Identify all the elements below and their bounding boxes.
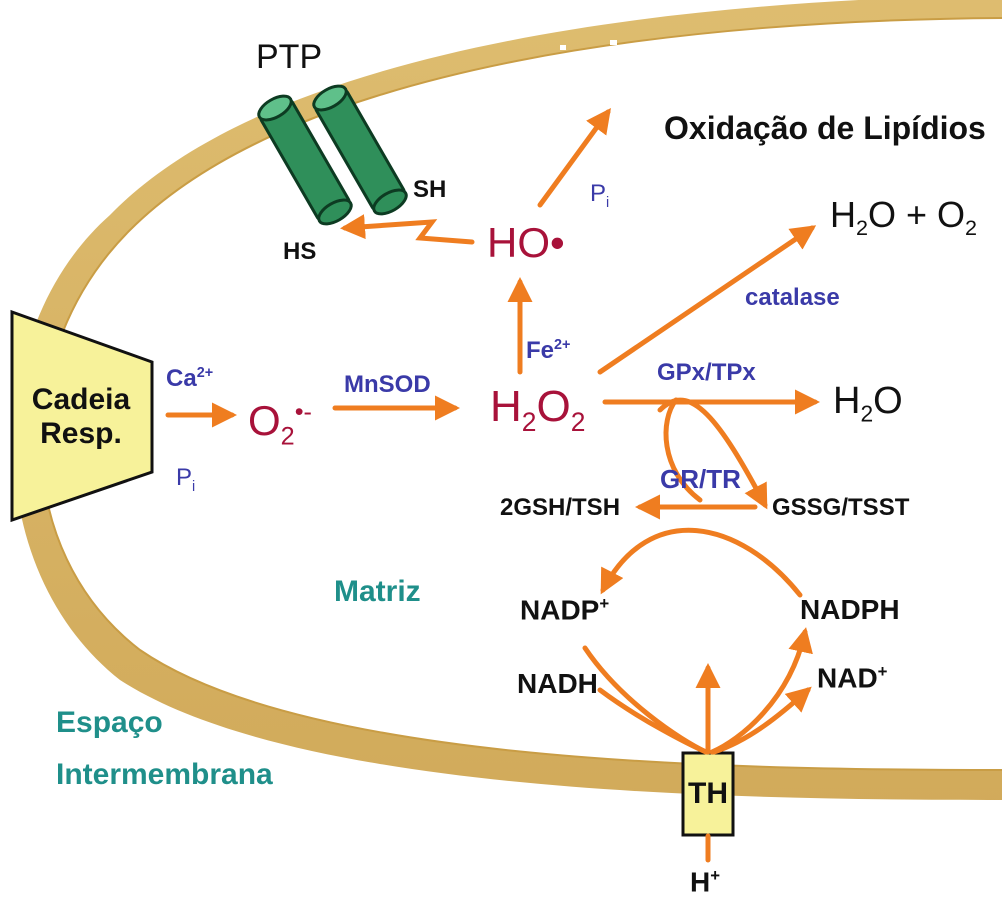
water-oxygen-product: H2O + O2 bbox=[830, 194, 978, 241]
intermembrane-space-label-line1: Espaço bbox=[56, 706, 163, 739]
lipid-damage-speckles bbox=[530, 40, 754, 93]
sh-label: SH bbox=[413, 176, 447, 203]
ptp-label: PTP bbox=[256, 38, 323, 76]
mnsod-label: MnSOD bbox=[344, 371, 431, 398]
gsh-tsh-label: 2GSH/TSH bbox=[500, 494, 621, 521]
arrow-gsh-into-gpx bbox=[663, 397, 703, 503]
catalase-label: catalase bbox=[745, 284, 840, 311]
arrow-th-to-nad bbox=[711, 686, 812, 755]
pi-left-label: Pi bbox=[176, 464, 196, 495]
gpx-tpx-label: GPx/TPx bbox=[657, 359, 756, 386]
arrow-nadp-to-th bbox=[582, 645, 709, 755]
arrow-nadph-to-nadp bbox=[600, 527, 803, 598]
matrix-label: Matriz bbox=[334, 575, 421, 608]
hs-label: HS bbox=[283, 238, 317, 265]
nadh-label: NADH bbox=[517, 668, 598, 699]
gr-tr-label: GR/TR bbox=[660, 464, 741, 494]
gssg-tsst-label: GSSG/TSST bbox=[772, 494, 910, 521]
respiratory-chain-box bbox=[10, 309, 154, 523]
arrow-nadh-to-th bbox=[597, 687, 709, 755]
hydroxyl-radical-label: HO• bbox=[487, 219, 565, 266]
fe-label: Fe2+ bbox=[526, 337, 571, 364]
intermembrane-space-label-line2: Intermembrana bbox=[56, 758, 273, 791]
nadph-label: NADPH bbox=[800, 594, 900, 625]
arrow-th-to-nadph bbox=[709, 627, 813, 755]
water-product: H2O bbox=[833, 380, 903, 427]
ptp-channel-icon bbox=[257, 84, 408, 226]
arrow-h2o2-to-catalase bbox=[597, 225, 817, 375]
nad-label: NAD+ bbox=[817, 662, 888, 694]
nadp-label: NADP+ bbox=[520, 594, 610, 626]
lipid-oxidation-label: Oxidação de Lipídios bbox=[664, 110, 986, 146]
calcium-label: Ca2+ bbox=[166, 365, 214, 392]
superoxide-label: O2•- bbox=[248, 397, 312, 451]
transhydrogenase-box bbox=[681, 751, 735, 837]
arrow-hydroxyl-to-ptp bbox=[340, 214, 475, 245]
proton-label: H+ bbox=[690, 866, 721, 898]
arrow-gpx-cycle-to-gssg bbox=[657, 397, 768, 510]
pi-top-label: Pi bbox=[590, 180, 610, 211]
arrow-hydroxyl-to-lipids bbox=[537, 107, 611, 208]
hydrogen-peroxide-label: H2O2 bbox=[490, 382, 586, 437]
transhydrogenase-label: TH bbox=[688, 777, 728, 810]
